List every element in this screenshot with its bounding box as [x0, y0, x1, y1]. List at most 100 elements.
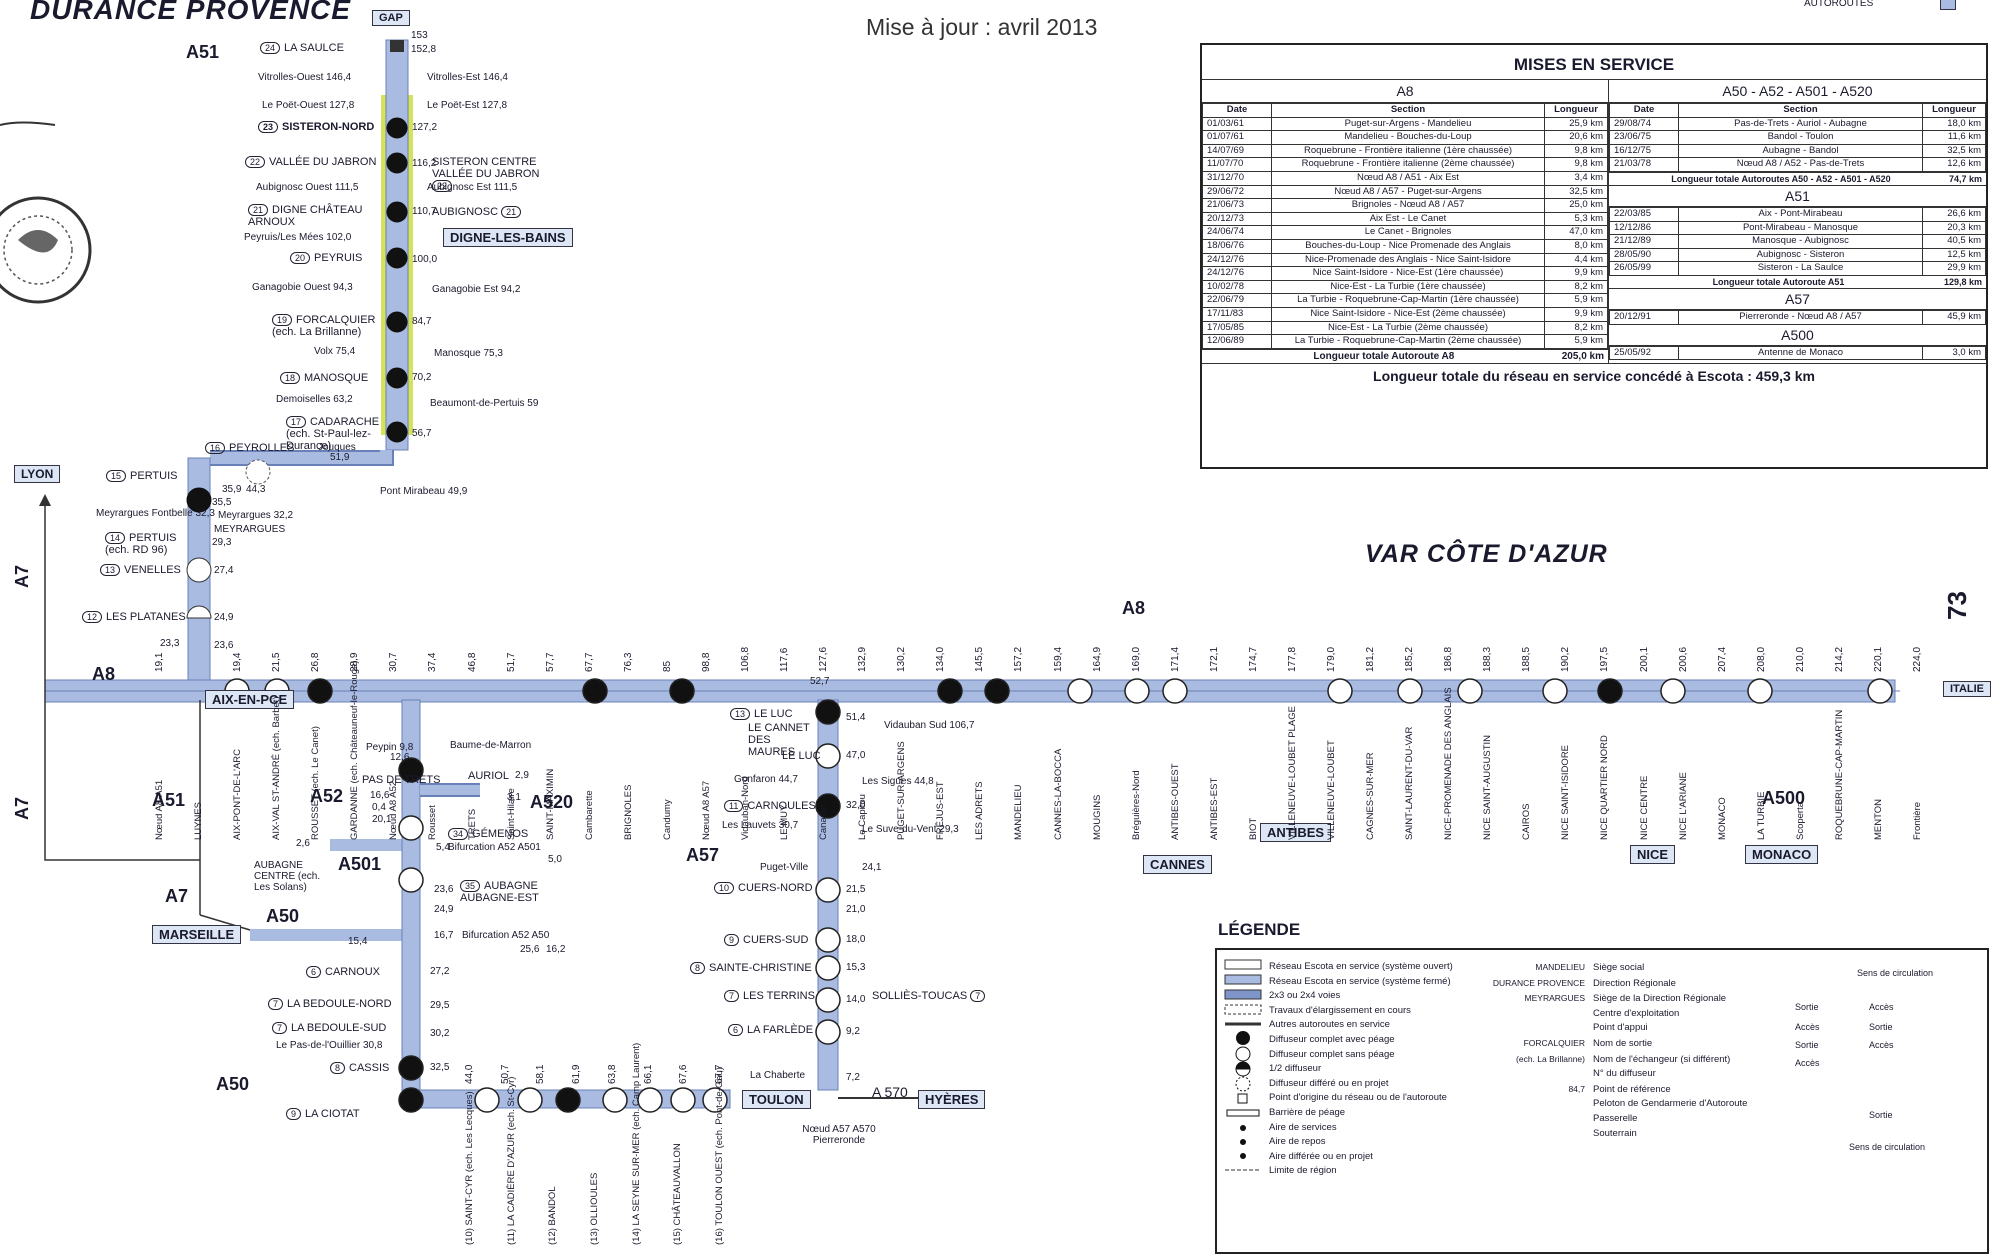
- table-cell: 5,3 km: [1544, 211, 1608, 227]
- a8-exit-name: NICE L'ARIANE: [1677, 772, 1689, 840]
- a8-km: 130,2: [896, 646, 908, 672]
- a51-area: Vitrolles-Est 146,4: [427, 72, 508, 83]
- a57-area: Vidauban Sud 106,7: [884, 720, 975, 731]
- a8-km: 169,0: [1130, 646, 1142, 672]
- a8-km: 76,3: [622, 652, 634, 672]
- legend-item: Barrière de péage: [1269, 1106, 1346, 1118]
- table-cell: 9,8 km: [1544, 157, 1608, 172]
- a52-km: 3,1: [507, 792, 521, 803]
- table-cell: 9,9 km: [1544, 266, 1608, 281]
- a8-exit-name: LES ADRETS: [974, 781, 986, 840]
- a52-label: PAS DE TRETS: [362, 774, 441, 786]
- table-cell: 18/06/76: [1202, 238, 1272, 254]
- table-cell: 24/12/76: [1202, 266, 1272, 281]
- a8-exit-name: Nœud A8 A52: [388, 780, 400, 840]
- table-cell: Pas-de-Trets - Auriol - Aubagne: [1678, 116, 1923, 132]
- legend-direction-label: Sortie: [1869, 1022, 1893, 1032]
- table-cell: La Turbie - Roquebrune-Cap-Martin (2ème …: [1271, 334, 1545, 349]
- legend-item: 1/2 diffuseur: [1269, 1063, 1322, 1075]
- table-cell: Roquebrune - Frontière italienne (1ère c…: [1271, 143, 1545, 159]
- table-cell: Pierreronde - Nœud A8 / A57: [1678, 309, 1923, 325]
- a8-km: 177,8: [1286, 646, 1298, 672]
- a8-km: 134,0: [935, 646, 947, 672]
- a8-km: 210,0: [1794, 646, 1806, 672]
- table-cell: 21/12/89: [1609, 234, 1679, 249]
- a52-km: 2,6: [296, 838, 310, 849]
- a51-area: Ganagobie Est 94,2: [432, 284, 521, 295]
- a57-area: Puget-Ville: [760, 862, 809, 873]
- table-cell: 01/07/61: [1202, 130, 1272, 145]
- legend-panel: Réseau Escota en service (système ouvert…: [1215, 948, 1989, 1254]
- a51-km: 27,4: [214, 565, 234, 576]
- table-cell: 10/02/78: [1202, 279, 1272, 295]
- a57-km: 18,0: [846, 934, 866, 945]
- a51-km: 84,7: [412, 316, 432, 327]
- a57-km: 52,7: [810, 676, 830, 687]
- a50-exit: (16) TOULON OUEST (ech. Pont-de-Gau): [714, 1067, 725, 1245]
- a8-exit-name: BIOT: [1247, 817, 1259, 840]
- a50-km: 27,2: [430, 966, 450, 977]
- a8-exit-name: MENTON: [1872, 799, 1884, 840]
- a8-exit-name: Nœud A8-A51: [154, 779, 165, 840]
- table-cell: Nœud A8 / A51 - Aix Est: [1271, 170, 1545, 186]
- a51-km: 44,3: [246, 484, 266, 495]
- a51-km: 35,5: [212, 497, 232, 508]
- highway-a50-south: A50: [216, 1074, 250, 1094]
- city-marseille: MARSEILLE: [152, 925, 242, 944]
- a8-km: 174,7: [1247, 646, 1259, 672]
- legend-item: Aire de services: [1269, 1121, 1337, 1133]
- legend-item: Centre d'exploitation: [1593, 1007, 1680, 1019]
- table-cell: 24/12/76: [1202, 252, 1272, 268]
- a8-km: 186,8: [1443, 646, 1455, 672]
- table-cell: Nice-Est - La Turbie (2ème chaussée): [1271, 320, 1545, 336]
- a8-exit-name: Canaver: [818, 804, 830, 840]
- table-cell: Aix - Pont-Mirabeau: [1678, 206, 1923, 222]
- a8-km: 57,7: [544, 652, 556, 672]
- city-aix: AIX-EN-PCE: [205, 690, 295, 709]
- a8-exit-name: LA TURBIE: [1755, 791, 1767, 840]
- a8-km: 214,2: [1833, 646, 1845, 672]
- table-cell: 17/05/85: [1202, 320, 1272, 336]
- a8-exit-name: Nœud A8 A57: [700, 780, 712, 840]
- legend-direction-label: Sens de circulation: [1849, 1142, 1926, 1152]
- a8-table-title: A8: [1202, 80, 1608, 103]
- table-cell: 29,9 km: [1922, 261, 1986, 276]
- a57-exit: LE LUC: [782, 750, 821, 762]
- table-cell: 20/12/73: [1202, 211, 1272, 227]
- a51-area: Volx 75,4: [314, 346, 356, 357]
- a8-km: 171,4: [1169, 646, 1181, 672]
- a51-area: Le Poët-Est 127,8: [427, 100, 508, 111]
- legend-item: Souterrain: [1593, 1127, 1637, 1139]
- a8-km: 188,3: [1482, 646, 1494, 672]
- table-cell: 5,9 km: [1544, 293, 1608, 308]
- region-title-durance: DURANCE PROVENCE: [30, 0, 351, 25]
- a52-km: 16,7: [434, 930, 454, 941]
- a57-area: Les Sigues 44,8: [862, 776, 934, 787]
- table-cell: Aubignosc - Sisteron: [1678, 247, 1923, 263]
- legend-direction-label: Accès: [1869, 1040, 1894, 1050]
- a8-km: 26,8: [310, 652, 322, 672]
- legend-item: Aire différée ou en projet: [1269, 1150, 1373, 1162]
- a8-km: 208,0: [1755, 646, 1767, 672]
- table-cell: 20,3 km: [1922, 220, 1986, 236]
- legend-direction-label: Sortie: [1795, 1040, 1819, 1050]
- highway-a51-south: A51: [152, 790, 186, 810]
- a8-exit-name: VILLENEUVE-LOUBET PLAGE: [1286, 706, 1298, 840]
